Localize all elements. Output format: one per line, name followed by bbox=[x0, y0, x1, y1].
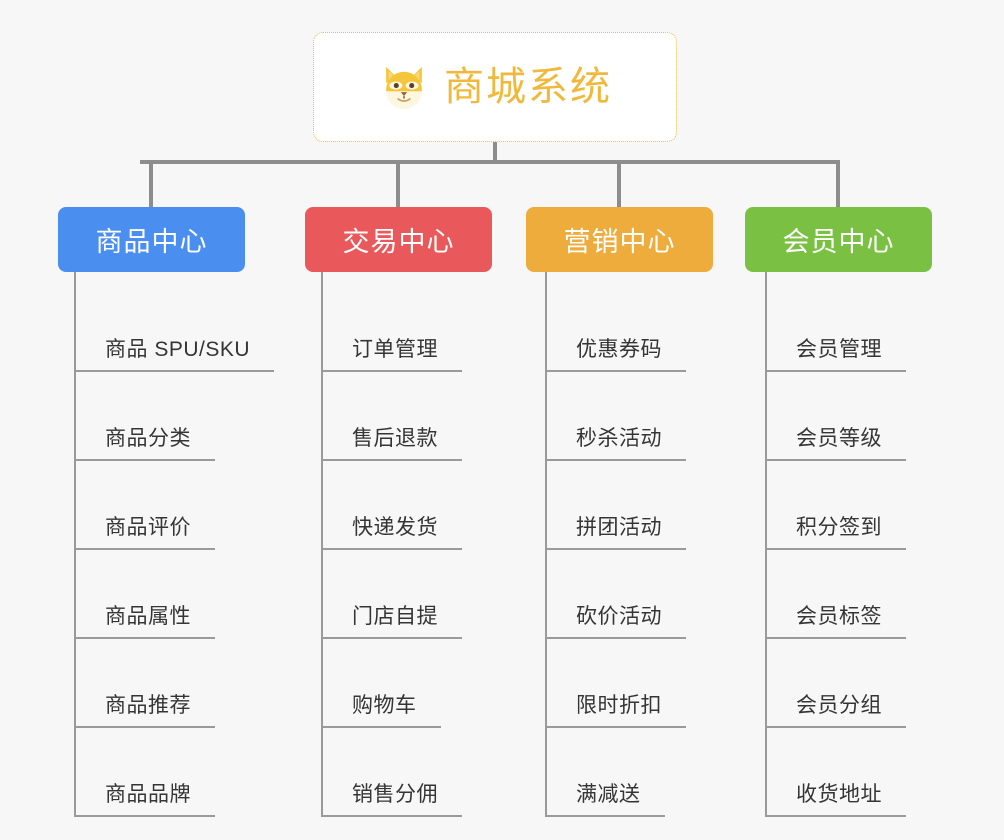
leaf-item-underline bbox=[765, 726, 906, 728]
leaf-item[interactable]: 会员标签 bbox=[765, 550, 906, 639]
leaf-item-label: 商品属性 bbox=[105, 605, 191, 628]
leaf-item[interactable]: 限时折扣 bbox=[545, 639, 686, 728]
leaf-item-label: 拼团活动 bbox=[576, 516, 662, 539]
root-node[interactable]: 商城系统 bbox=[313, 32, 677, 142]
category-label: 会员中心 bbox=[782, 227, 895, 257]
leaf-item-underline bbox=[321, 370, 462, 372]
leaf-item-underline bbox=[545, 637, 686, 639]
leaf-item[interactable]: 商品评价 bbox=[74, 461, 215, 550]
leaf-item-underline bbox=[74, 370, 274, 372]
leaf-item-label: 门店自提 bbox=[352, 605, 438, 628]
leaf-item-label: 商品分类 bbox=[105, 427, 191, 450]
category-box-1[interactable]: 商品中心 bbox=[58, 207, 245, 272]
connector-horizontal-bus bbox=[140, 160, 840, 164]
leaf-item-label: 商品品牌 bbox=[105, 783, 191, 806]
category-label: 交易中心 bbox=[342, 227, 455, 257]
leaf-item-label: 售后退款 bbox=[352, 427, 438, 450]
leaf-item-underline bbox=[545, 370, 686, 372]
leaf-item-underline bbox=[545, 726, 686, 728]
leaf-item[interactable]: 会员等级 bbox=[765, 372, 906, 461]
leaf-item-underline bbox=[765, 548, 906, 550]
leaf-item-label: 优惠券码 bbox=[576, 338, 662, 361]
category-label: 商品中心 bbox=[95, 227, 208, 257]
leaf-item-label: 订单管理 bbox=[352, 338, 438, 361]
leaf-item[interactable]: 售后退款 bbox=[321, 372, 462, 461]
leaf-item-label: 秒杀活动 bbox=[576, 427, 662, 450]
branch-spine bbox=[74, 272, 76, 817]
leaf-item-label: 商品推荐 bbox=[105, 694, 191, 717]
leaf-item-label: 快递发货 bbox=[352, 516, 438, 539]
leaf-item-label: 会员管理 bbox=[796, 338, 882, 361]
leaf-item[interactable]: 订单管理 bbox=[321, 283, 462, 372]
leaf-item-label: 会员标签 bbox=[796, 605, 882, 628]
leaf-item[interactable]: 积分签到 bbox=[765, 461, 906, 550]
leaf-item-label: 积分签到 bbox=[796, 516, 882, 539]
leaf-item[interactable]: 商品分类 bbox=[74, 372, 215, 461]
leaf-item[interactable]: 会员分组 bbox=[765, 639, 906, 728]
leaf-item[interactable]: 商品属性 bbox=[74, 550, 215, 639]
leaf-item-label: 收货地址 bbox=[796, 783, 882, 806]
leaf-item[interactable]: 收货地址 bbox=[765, 728, 906, 817]
connector-drop-1 bbox=[149, 160, 153, 208]
leaf-item[interactable]: 秒杀活动 bbox=[545, 372, 686, 461]
leaf-item-underline bbox=[321, 815, 462, 817]
leaf-item-underline bbox=[321, 459, 462, 461]
category-box-4[interactable]: 会员中心 bbox=[745, 207, 932, 272]
leaf-item-underline bbox=[765, 370, 906, 372]
leaf-item-underline bbox=[321, 726, 441, 728]
leaf-item[interactable]: 销售分佣 bbox=[321, 728, 462, 817]
category-box-2[interactable]: 交易中心 bbox=[305, 207, 492, 272]
leaf-item[interactable]: 购物车 bbox=[321, 639, 441, 728]
connector-root-stem bbox=[493, 142, 497, 163]
leaf-item-label: 满减送 bbox=[576, 783, 641, 806]
leaf-item-label: 商品 SPU/SKU bbox=[105, 338, 251, 361]
category-label: 营销中心 bbox=[563, 227, 676, 257]
connector-drop-3 bbox=[617, 160, 621, 208]
leaf-item-label: 会员分组 bbox=[796, 694, 882, 717]
leaf-item[interactable]: 拼团活动 bbox=[545, 461, 686, 550]
category-box-3[interactable]: 营销中心 bbox=[526, 207, 713, 272]
leaf-item-underline bbox=[321, 548, 462, 550]
leaf-item[interactable]: 商品 SPU/SKU bbox=[74, 283, 274, 372]
shiba-dog-face-icon bbox=[378, 62, 430, 114]
leaf-item-label: 购物车 bbox=[352, 694, 417, 717]
leaf-item[interactable]: 优惠券码 bbox=[545, 283, 686, 372]
leaf-item-underline bbox=[74, 548, 215, 550]
leaf-item[interactable]: 商品推荐 bbox=[74, 639, 215, 728]
leaf-item-label: 商品评价 bbox=[105, 516, 191, 539]
leaf-item-underline bbox=[74, 815, 215, 817]
leaf-item[interactable]: 会员管理 bbox=[765, 283, 906, 372]
leaf-item[interactable]: 满减送 bbox=[545, 728, 665, 817]
leaf-item-label: 砍价活动 bbox=[576, 605, 662, 628]
branch-spine bbox=[321, 272, 323, 817]
leaf-item-underline bbox=[765, 459, 906, 461]
leaf-item-underline bbox=[74, 726, 215, 728]
leaf-item-underline bbox=[321, 637, 462, 639]
connector-drop-4 bbox=[836, 160, 840, 208]
leaf-item[interactable]: 门店自提 bbox=[321, 550, 462, 639]
leaf-item[interactable]: 砍价活动 bbox=[545, 550, 686, 639]
leaf-item-label: 销售分佣 bbox=[352, 783, 438, 806]
leaf-item-label: 会员等级 bbox=[796, 427, 882, 450]
leaf-item-underline bbox=[74, 637, 215, 639]
connector-drop-2 bbox=[396, 160, 400, 208]
branch-spine bbox=[765, 272, 767, 817]
leaf-item[interactable]: 商品品牌 bbox=[74, 728, 215, 817]
leaf-item-underline bbox=[545, 548, 686, 550]
root-title: 商城系统 bbox=[444, 65, 612, 109]
leaf-item[interactable]: 快递发货 bbox=[321, 461, 462, 550]
leaf-item-underline bbox=[545, 459, 686, 461]
branch-spine bbox=[545, 272, 547, 817]
leaf-item-underline bbox=[765, 815, 906, 817]
leaf-item-label: 限时折扣 bbox=[576, 694, 662, 717]
leaf-item-underline bbox=[545, 815, 665, 817]
leaf-item-underline bbox=[765, 637, 906, 639]
leaf-item-underline bbox=[74, 459, 215, 461]
